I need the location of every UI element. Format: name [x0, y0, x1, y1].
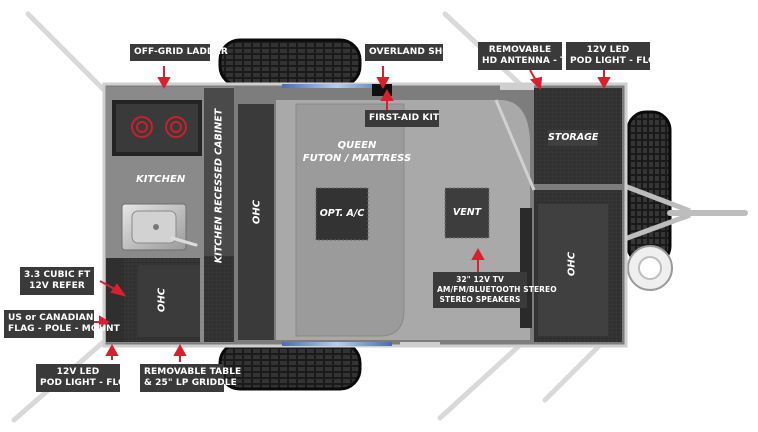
tv-line2: AM/FM/BLUETOOTH STEREO	[437, 285, 557, 294]
table-griddle-label: REMOVABLE TABLE & 25" LP GRIDDLE	[140, 364, 242, 392]
queen-label-line2: FUTON / MATTRESS	[302, 153, 412, 164]
ohc-left	[238, 104, 274, 340]
flag-mount-line2: FLAG - POLE - MOUNT	[8, 324, 120, 334]
vent-box	[444, 187, 490, 239]
tv-label: 32" 12V TV AM/FM/BLUETOOTH STEREO STEREO…	[433, 272, 557, 308]
first-aid-kit-text: FIRST-AID KIT	[369, 113, 440, 123]
ohc-left-label: OHC	[251, 199, 263, 225]
flag-mount-label: US or CANADIAN FLAG - POLE - MOUNT	[4, 310, 120, 338]
overland-shovel-label: OVERLAND SHOVEL	[365, 44, 469, 61]
tv-panel	[520, 208, 532, 328]
led-pod-bottom-line1: 12V LED	[56, 367, 100, 377]
led-pod-bottom-label: 12V LED POD LIGHT - FLOOD	[36, 364, 142, 392]
off-grid-ladder-text: OFF-GRID LADDER	[134, 47, 228, 57]
vent-label: VENT	[452, 207, 482, 218]
tv-line1: 32" 12V TV	[456, 275, 504, 284]
storage-label: STORAGE	[548, 130, 598, 146]
ohc-right	[538, 204, 608, 336]
table-griddle-line2: & 25" LP GRIDDLE	[144, 378, 237, 388]
kitchen-cabinet-label: KITCHEN RECESSED CABINET	[213, 108, 225, 264]
opt-ac-box	[315, 187, 369, 241]
refer-line1: 3.3 CUBIC FT	[24, 270, 91, 280]
kitchen-label: KITCHEN	[136, 174, 186, 185]
refer-label: 3.3 CUBIC FT 12V REFER	[20, 267, 94, 295]
led-pod-bottom-line2: POD LIGHT - FLOOD	[40, 378, 142, 388]
removable-antenna-label: REMOVABLE HD ANTENNA - TV	[478, 42, 574, 70]
trailer-tongue	[621, 182, 748, 291]
led-pod-top-line2: POD LIGHT - FLOOD	[570, 56, 672, 66]
callout-arrows	[94, 66, 611, 362]
ohc-right-label: OHC	[566, 251, 578, 277]
led-pod-top-label: 12V LED POD LIGHT - FLOOD	[566, 42, 672, 70]
tv-line3: STEREO SPEAKERS	[439, 295, 521, 304]
off-grid-ladder-label: OFF-GRID LADDER	[130, 44, 228, 61]
tire-bottom	[218, 341, 362, 391]
removable-antenna-line2: HD ANTENNA - TV	[482, 56, 574, 66]
tire-top	[218, 38, 362, 88]
table-griddle-line1: REMOVABLE TABLE	[144, 367, 242, 377]
opt-ac-label: OPT. A/C	[319, 208, 365, 219]
first-aid-kit-label: FIRST-AID KIT	[365, 110, 439, 127]
led-pod-top-line1: 12V LED	[586, 45, 630, 55]
overland-shovel-text: OVERLAND SHOVEL	[369, 47, 470, 57]
flag-mount-line1: US or CANADIAN	[8, 313, 94, 323]
queen-label-line1: QUEEN	[337, 140, 377, 151]
ohc-bottom-label: OHC	[156, 287, 168, 313]
removable-antenna-line1: REMOVABLE	[488, 45, 552, 55]
refer-line2: 12V REFER	[29, 281, 85, 291]
